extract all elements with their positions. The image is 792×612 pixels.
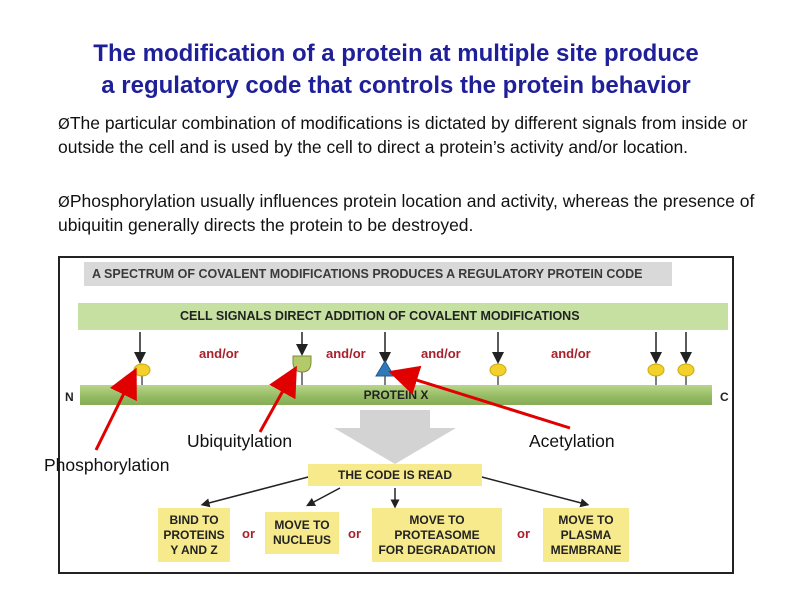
bullet-2-text: Phosphorylation usually influences prote… <box>58 191 755 235</box>
phosphorylation-callout: Phosphorylation <box>44 455 170 475</box>
code-is-read-bar: THE CODE IS READ <box>308 464 482 486</box>
outcome-move-nucleus: MOVE TO NUCLEUS <box>265 512 339 554</box>
slide-title-line1: The modification of a protein at multipl… <box>93 40 699 67</box>
or-label: or <box>242 526 255 541</box>
phosphate-icons <box>133 363 695 385</box>
andor-label: and/or <box>199 346 239 361</box>
andor-label: and/or <box>326 346 366 361</box>
or-label: or <box>517 526 530 541</box>
protein-x-bar: PROTEIN X <box>80 385 712 405</box>
signal-arrows <box>134 332 692 364</box>
bullet-1: ØThe particular combination of modificat… <box>58 112 758 159</box>
bullet-1-text: The particular combination of modificati… <box>58 113 748 157</box>
slide-title-line2: a regulatory code that controls the prot… <box>101 72 691 99</box>
andor-label: and/or <box>421 346 461 361</box>
outcome-arrows <box>200 475 590 509</box>
ubiquitylation-callout: Ubiquitylation <box>187 431 293 451</box>
bullet-2: ØPhosphorylation usually influences prot… <box>58 190 758 237</box>
figure-header: A SPECTRUM OF COVALENT MODIFICATIONS PRO… <box>84 262 672 286</box>
read-arrow <box>334 410 456 464</box>
protein-code-figure: A SPECTRUM OF COVALENT MODIFICATIONS PRO… <box>58 256 734 574</box>
outcome-move-plasma-membrane: MOVE TO PLASMA MEMBRANE <box>543 508 629 562</box>
bullet-marker: Ø <box>58 115 70 133</box>
protein-x-label: PROTEIN X <box>363 388 429 402</box>
bullet-marker: Ø <box>58 193 70 211</box>
acetylation-callout: Acetylation <box>529 431 615 451</box>
c-terminus-label: C <box>720 390 729 404</box>
cell-signals-bar: CELL SIGNALS DIRECT ADDITION OF COVALENT… <box>78 303 728 330</box>
n-terminus-label: N <box>65 390 74 404</box>
acetyl-icon <box>375 360 395 385</box>
outcome-move-proteasome: MOVE TO PROTEASOME FOR DEGRADATION <box>372 508 502 562</box>
andor-label: and/or <box>551 346 591 361</box>
outcome-bind-proteins: BIND TO PROTEINS Y AND Z <box>158 508 230 562</box>
or-label: or <box>348 526 361 541</box>
ubiquitin-icon <box>292 355 312 385</box>
